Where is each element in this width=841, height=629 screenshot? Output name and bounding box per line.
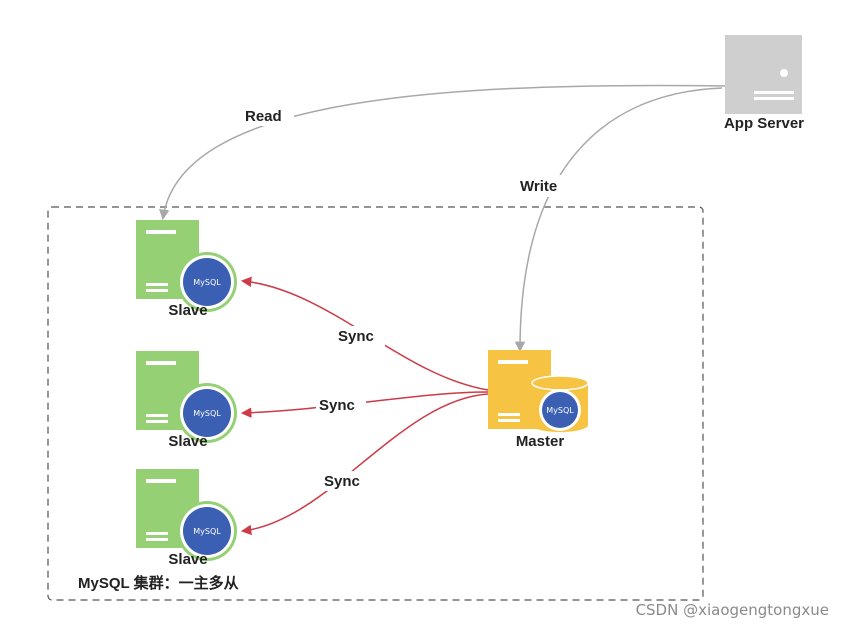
slave-label-1: Slave bbox=[168, 302, 207, 319]
edge-sync-2-label-bg bbox=[316, 396, 366, 416]
edge-sync-3-label: Sync bbox=[324, 473, 360, 490]
mysql-server-icon: MySQL bbox=[488, 350, 589, 432]
svg-text:MySQL: MySQL bbox=[193, 409, 221, 418]
mysql-server-icon: MySQL bbox=[136, 220, 237, 312]
slave-node-3: MySQL Slave bbox=[136, 469, 237, 568]
edge-sync-2 bbox=[240, 391, 489, 418]
server-icon bbox=[725, 35, 802, 114]
slave-node-1: MySQL Slave bbox=[136, 220, 237, 319]
edge-sync-1-label: Sync bbox=[338, 328, 374, 345]
edge-write bbox=[514, 87, 723, 353]
edge-write-label-bg bbox=[516, 175, 572, 197]
edge-read bbox=[159, 84, 726, 221]
mysql-server-icon: MySQL bbox=[136, 351, 237, 443]
cluster-label: MySQL 集群：一主多从 bbox=[78, 574, 239, 592]
edge-sync-1-label-bg bbox=[335, 326, 385, 346]
edge-read-label-bg bbox=[242, 104, 294, 126]
master-label: Master bbox=[516, 433, 565, 450]
mysql-server-icon: MySQL bbox=[136, 469, 237, 561]
edge-read-label: Read bbox=[245, 108, 282, 125]
master-node: MySQL Master bbox=[488, 350, 589, 450]
slave-label-2: Slave bbox=[168, 433, 207, 450]
edge-sync-3 bbox=[240, 393, 489, 536]
app-server-label: App Server bbox=[724, 115, 804, 132]
edge-sync-2-label: Sync bbox=[319, 397, 355, 414]
svg-text:MySQL: MySQL bbox=[193, 527, 221, 536]
edge-write-label: Write bbox=[520, 178, 557, 195]
cluster-boundary bbox=[47, 206, 704, 601]
slave-label-3: Slave bbox=[168, 551, 207, 568]
svg-text:MySQL: MySQL bbox=[193, 278, 221, 287]
app-server-node: App Server bbox=[724, 35, 804, 132]
watermark: CSDN @xiaogengtongxue bbox=[636, 601, 829, 619]
slave-node-2: MySQL Slave bbox=[136, 351, 237, 450]
edge-sync-3-label-bg bbox=[321, 471, 371, 491]
svg-text:MySQL: MySQL bbox=[546, 406, 574, 415]
